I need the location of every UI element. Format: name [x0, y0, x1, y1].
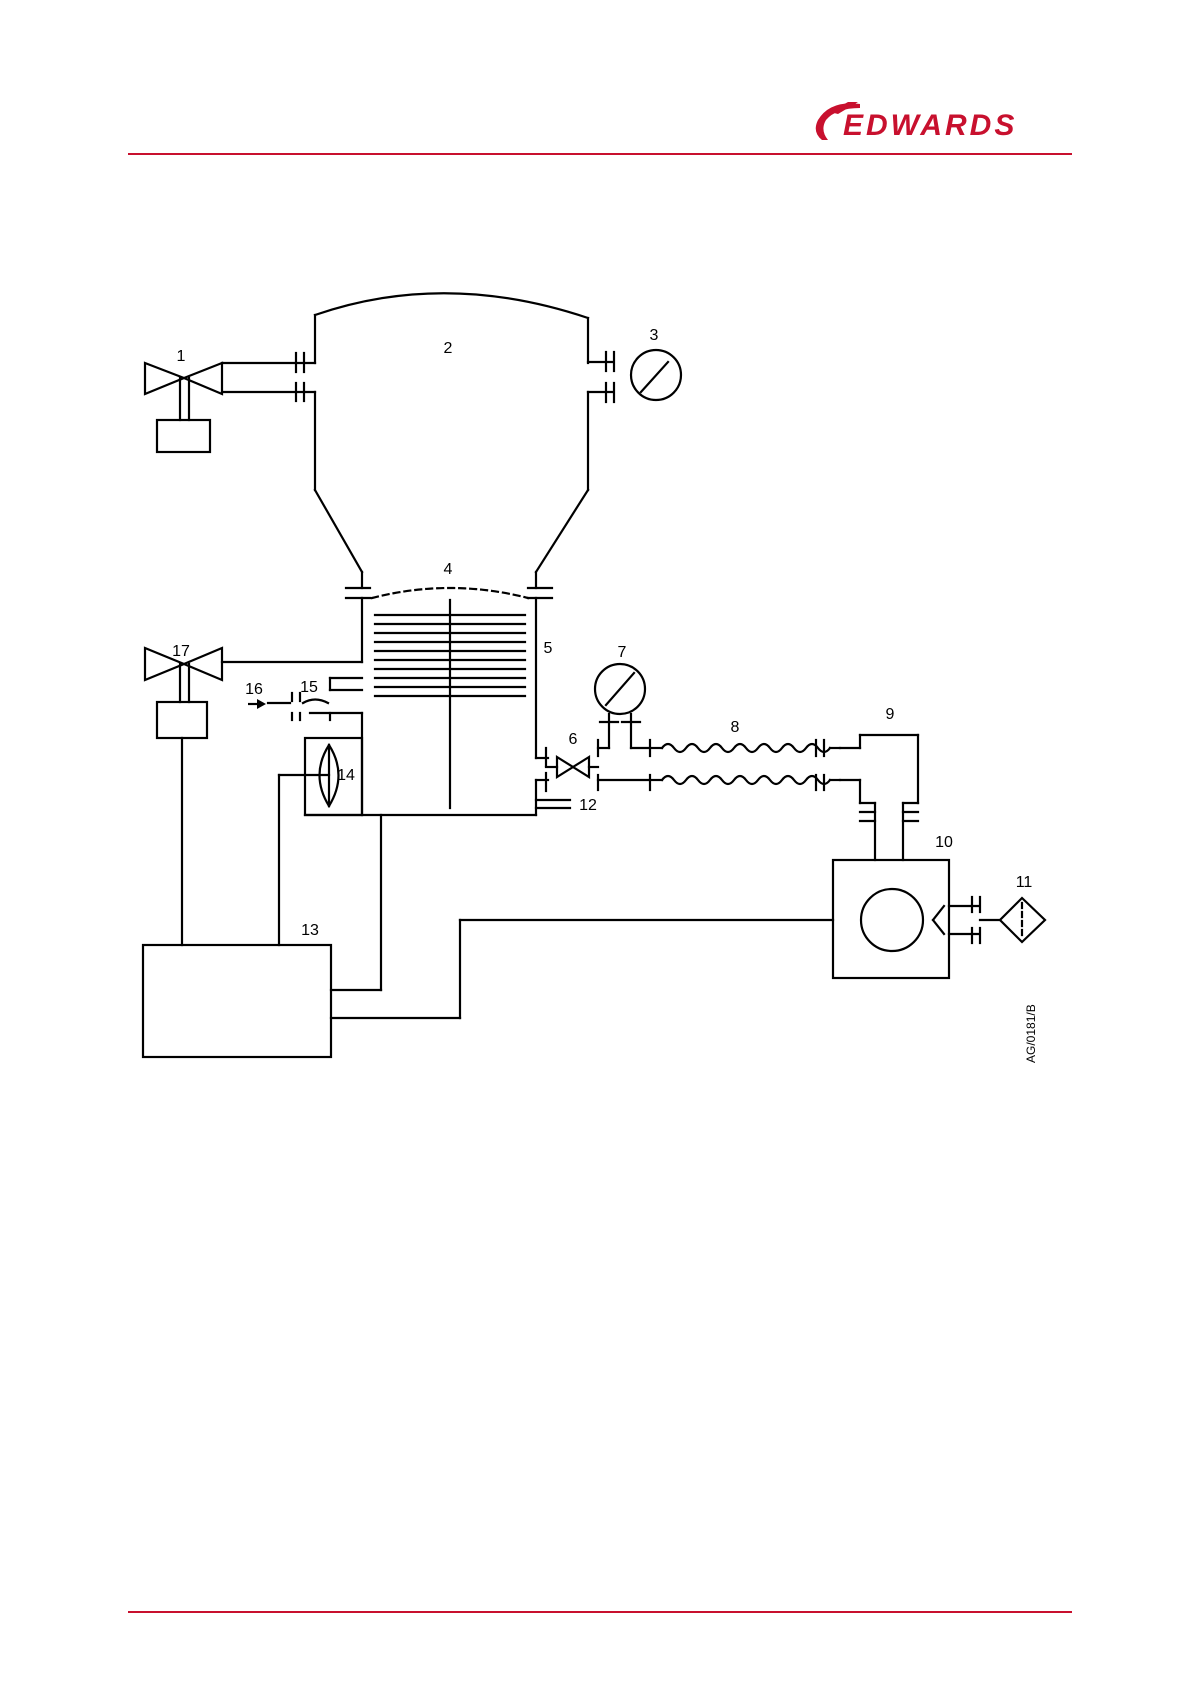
label-17: 17 — [172, 643, 190, 660]
exhaust-filter-11 — [980, 898, 1045, 942]
label-7: 7 — [618, 644, 627, 661]
figure-reference: AG/0181/B — [1024, 1004, 1038, 1063]
label-3: 3 — [650, 327, 659, 344]
label-9: 9 — [886, 706, 895, 723]
label-11: 11 — [1016, 874, 1033, 891]
label-10: 10 — [935, 834, 953, 851]
inlet-valve-1 — [145, 353, 315, 452]
gas-bleed-15-16 — [268, 678, 362, 815]
pressure-gauge-7 — [595, 664, 650, 790]
isolation-valve-6 — [546, 757, 598, 777]
label-12: 12 — [579, 797, 597, 814]
label-14: 14 — [337, 767, 355, 784]
label-6: 6 — [569, 731, 578, 748]
trap-9 — [840, 735, 918, 860]
label-16: 16 — [245, 681, 263, 698]
label-15: 15 — [300, 679, 318, 696]
label-5: 5 — [544, 640, 553, 657]
label-4: 4 — [444, 561, 453, 578]
label-2: 2 — [444, 340, 453, 357]
pressure-gauge-3 — [588, 350, 681, 402]
label-8: 8 — [731, 719, 740, 736]
chamber-vessel — [315, 293, 588, 598]
vacuum-pump-10 — [833, 860, 980, 978]
label-13: 13 — [301, 922, 319, 939]
controller-13 — [143, 815, 833, 1057]
flexible-pipe-8 — [650, 740, 840, 790]
label-1: 1 — [177, 348, 186, 365]
arrowhead-icon — [257, 699, 266, 709]
